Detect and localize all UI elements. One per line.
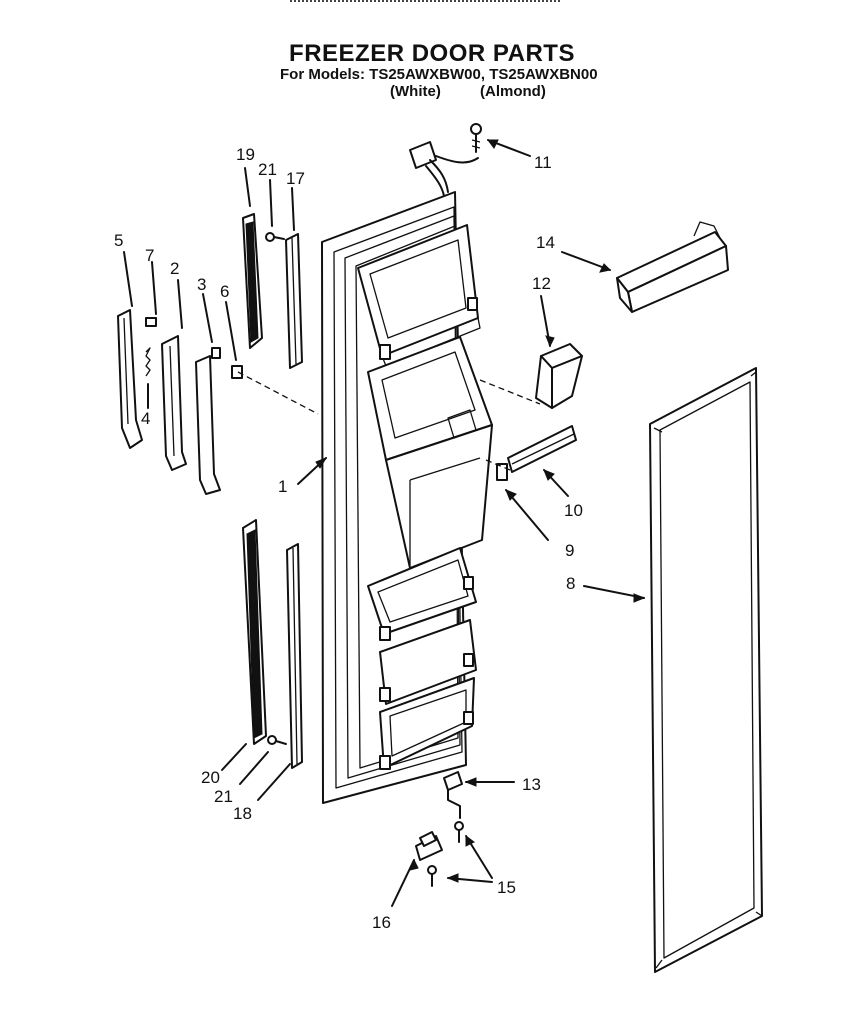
part-9 [496,463,508,481]
callout-21-lower: 21 [214,787,233,806]
color-almond: (Almond) [480,83,546,100]
shelf-part-14 [616,221,729,313]
trim-part-18 [286,543,303,769]
callout-3: 3 [197,275,206,294]
block-part-6 [231,365,243,379]
callout-5: 5 [114,231,123,250]
callout-11: 11 [534,153,552,172]
alignment-lines [237,371,541,471]
arrowheads [315,139,646,883]
trim-strip-part-10 [507,425,577,473]
callout-7: 7 [145,246,154,265]
callout-6: 6 [220,282,229,301]
color-white: (White) [390,83,441,100]
callout-14: 14 [536,233,555,252]
handle-trim-part-19 [242,213,263,349]
door-liner-part-1 [321,191,493,804]
clip-part-13 [443,771,463,819]
callout-1: 1 [278,477,287,496]
block-part-3b [211,347,221,359]
screw-part-21-lower [267,735,287,745]
handle-part-3 [195,355,221,495]
spacer-part-7 [145,317,157,327]
callout-4: 4 [141,409,150,428]
callout-2: 2 [170,259,179,278]
screw-part-11 [470,123,482,153]
callout-15: 15 [497,878,516,897]
callout-16: 16 [372,913,391,932]
callout-8: 8 [566,574,575,593]
wire-harness [409,141,479,197]
top-cropped-text [290,0,560,6]
handle-part-2 [161,335,187,471]
handle-trim-part-20 [242,519,267,745]
callout-21-upper: 21 [258,160,277,179]
trim-part-17 [285,233,303,369]
callout-labels: 11 14 12 10 9 8 13 15 16 1 19 21 17 5 7 … [114,145,583,932]
callout-17: 17 [286,169,305,188]
callout-10: 10 [564,501,583,520]
callout-9: 9 [565,541,574,560]
models-line: For Models: TS25AWXBW00, TS25AWXBN00 [280,66,598,83]
callout-18: 18 [233,804,252,823]
callout-12: 12 [532,274,551,293]
callout-19: 19 [236,145,255,164]
page-title: FREEZER DOOR PARTS [289,40,575,67]
hinge-part-16 [415,831,443,861]
screw-part-21-upper [265,232,285,242]
ice-chute-part-12 [535,343,583,409]
spring-part-4 [145,347,151,377]
callout-13: 13 [522,775,541,794]
gasket-part-8 [649,367,763,973]
screws-part-15 [427,821,464,887]
handle-part-5 [117,309,143,449]
callout-20: 20 [201,768,220,787]
